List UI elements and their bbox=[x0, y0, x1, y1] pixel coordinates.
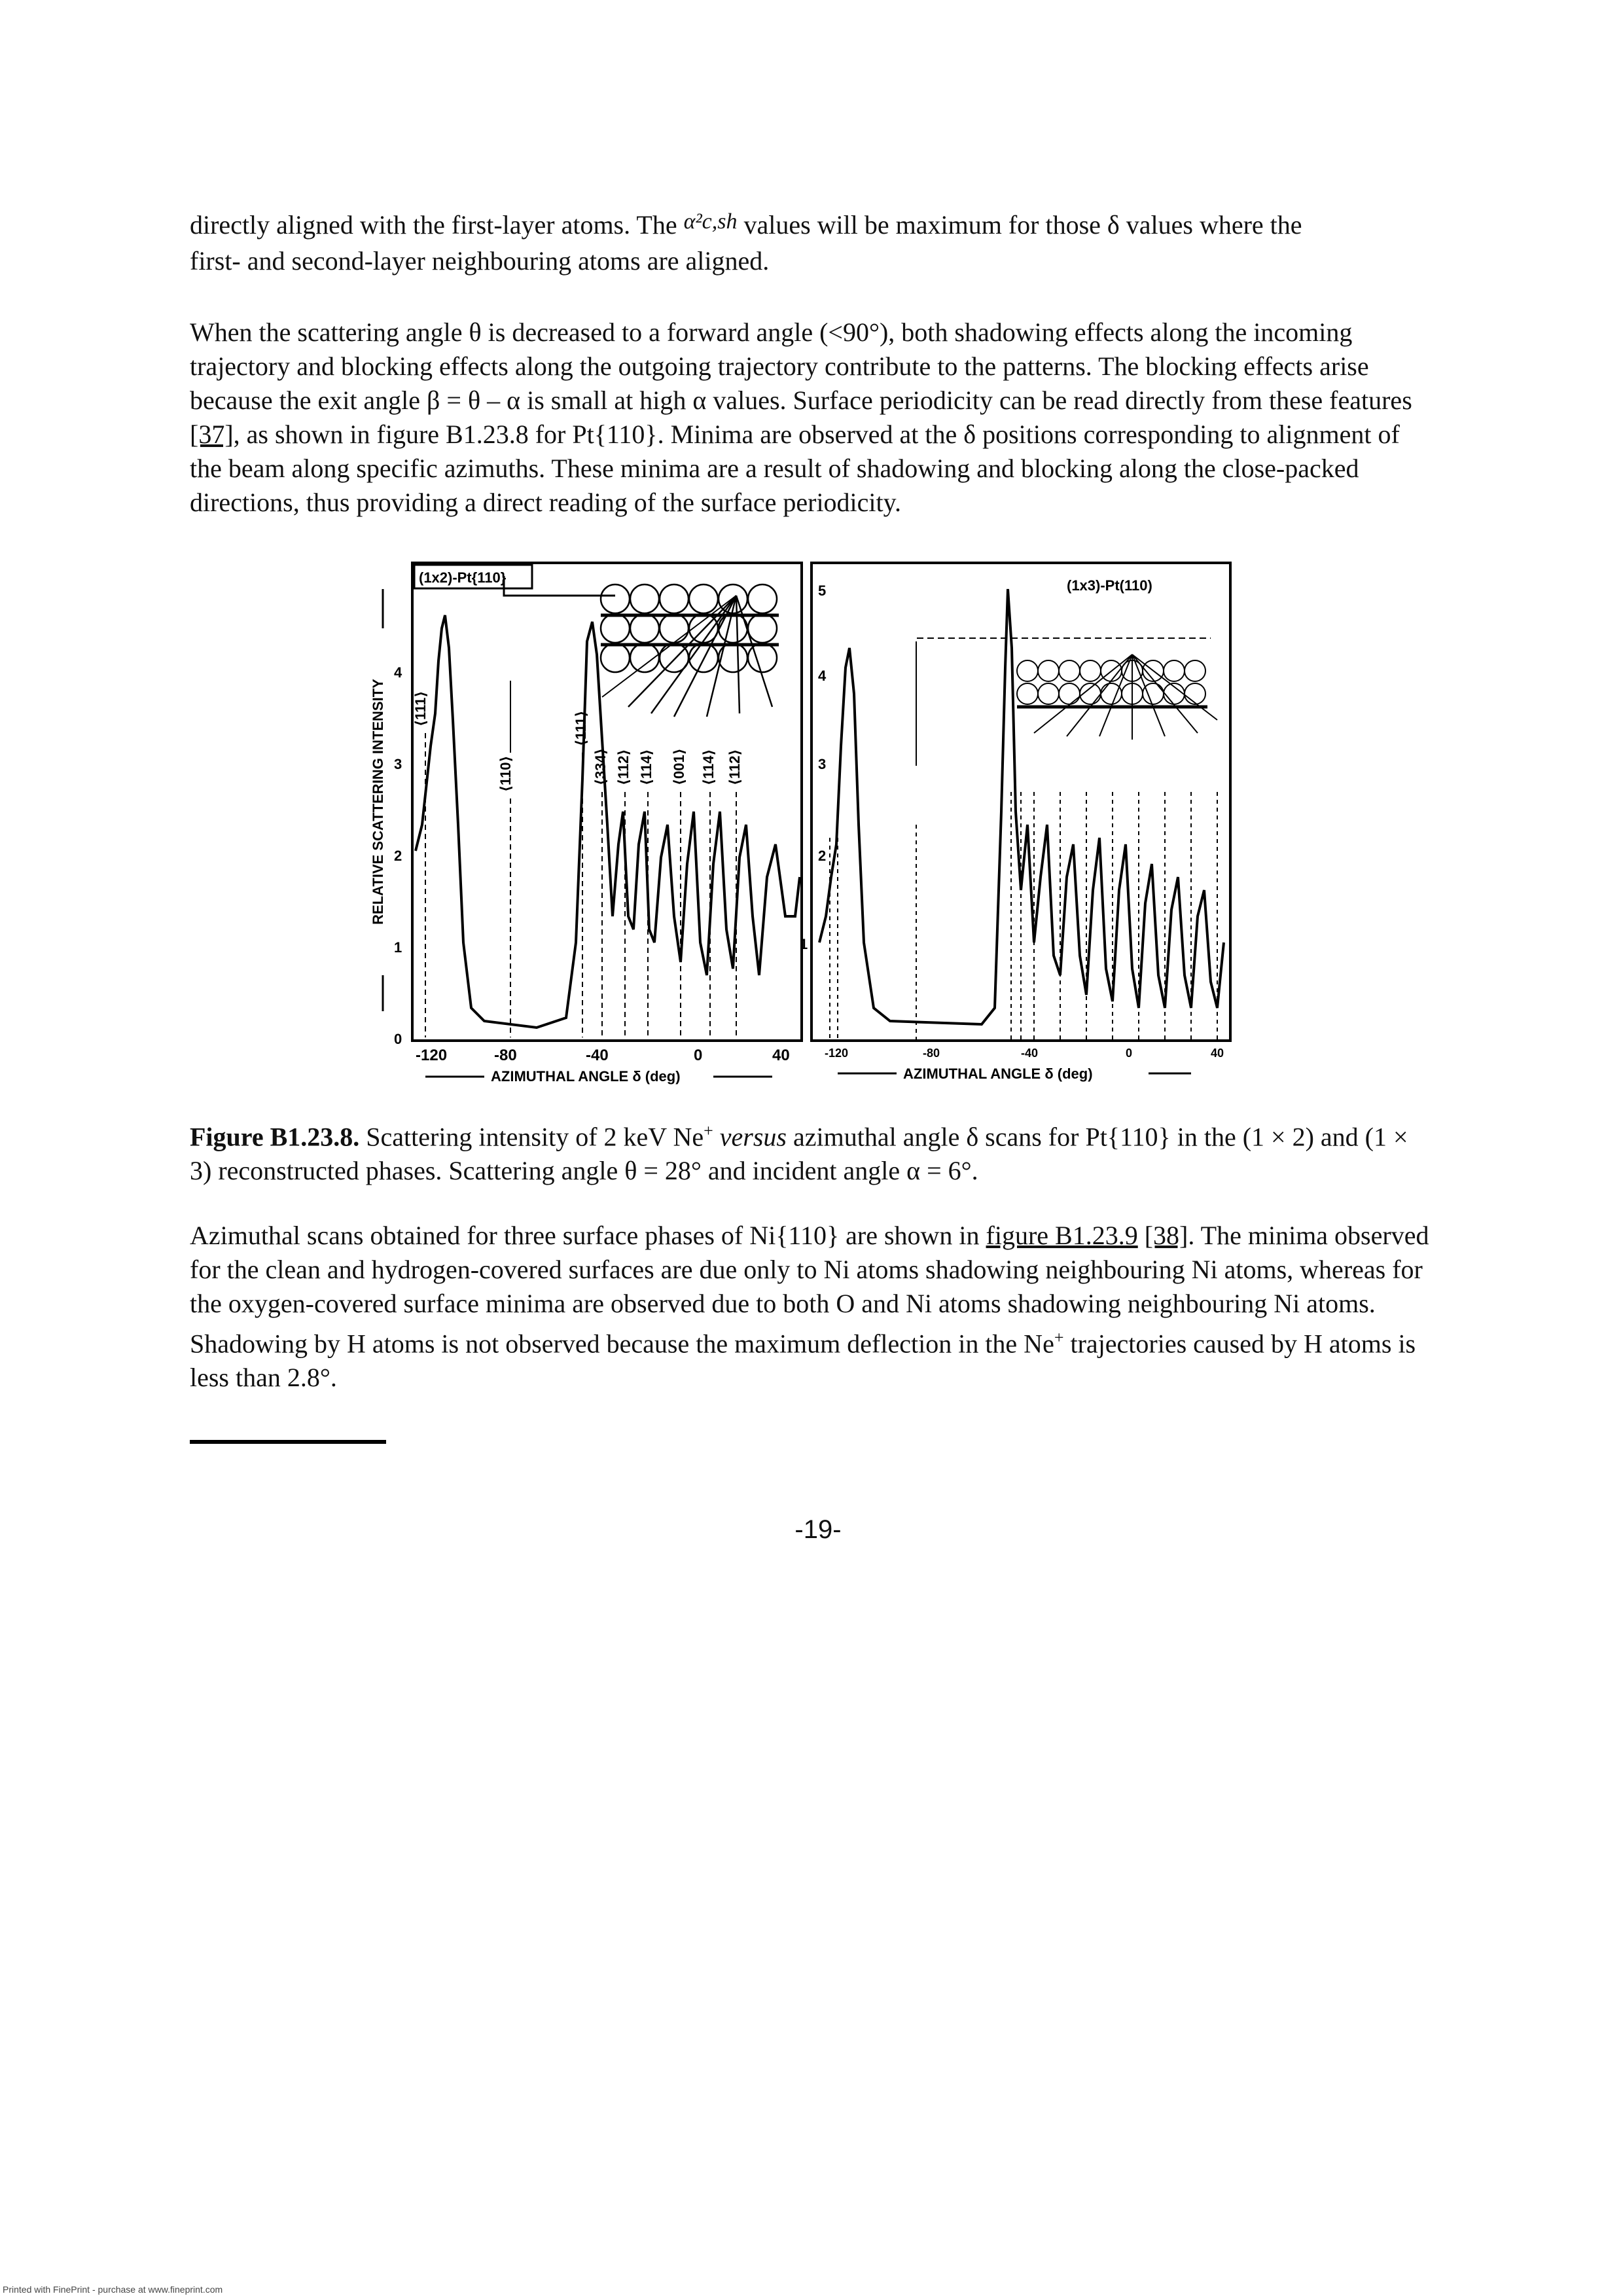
right-intensity-curve bbox=[818, 588, 1225, 1026]
page-number: -19- bbox=[794, 1515, 842, 1544]
dir-label-112-b: ⟨112⟩ bbox=[726, 749, 743, 785]
para3-text-a: Azimuthal scans obtained for three surfa… bbox=[190, 1221, 986, 1250]
right-bracket bbox=[916, 637, 1211, 648]
para2-text-a: When the scattering angle θ is decreased… bbox=[190, 317, 1412, 415]
caption-label: Figure B1.23.8. bbox=[190, 1122, 360, 1152]
dir-label-114-b: ⟨114⟩ bbox=[700, 749, 717, 785]
right-x-tick-2: -40 bbox=[1021, 1047, 1038, 1060]
para1-text-b: values will be maximum for those δ value… bbox=[737, 210, 1302, 240]
left-y-tick-1: 1 bbox=[394, 939, 402, 956]
para1-text-a: directly aligned with the first-layer at… bbox=[190, 210, 684, 240]
left-y-tick-4: 4 bbox=[394, 664, 402, 681]
figure-b1-23-9-link[interactable]: figure B1.23.9 bbox=[986, 1221, 1138, 1250]
left-y-tick-2: 2 bbox=[394, 848, 402, 864]
right-x-ticks: -120 -80 -40 0 40 bbox=[825, 1047, 1224, 1060]
left-x-axis-label: AZIMUTHAL ANGLE δ (deg) bbox=[491, 1068, 681, 1085]
left-title-box bbox=[413, 564, 533, 590]
figure-b1-23-8: (1x2)-Pt{110} RELATIVE SCATTERING INTENS… bbox=[370, 562, 1232, 1085]
right-panel-title: (1x3)-Pt(110) bbox=[1067, 577, 1152, 594]
right-y-ticks: 1 2 3 4 5 bbox=[800, 583, 827, 952]
dir-label-334: ⟨334⟩ bbox=[592, 748, 609, 785]
dir-label-111-b: ⟨111⟩ bbox=[573, 711, 589, 746]
fineprint-footer: Printed with FinePrint - purchase at www… bbox=[3, 2284, 223, 2295]
right-x-tick-1: -80 bbox=[923, 1047, 940, 1060]
paragraph-3: Azimuthal scans obtained for three surfa… bbox=[190, 1219, 1433, 1395]
left-panel-frame bbox=[411, 562, 803, 1042]
alpha-symbol: α²c,sh bbox=[683, 209, 738, 234]
right-y-tick-4: 4 bbox=[818, 668, 827, 684]
right-atom-lattice-diagram bbox=[1016, 654, 1218, 740]
caption-text-a: Scattering intensity of 2 keV Ne bbox=[359, 1122, 704, 1152]
caption-sup: + bbox=[704, 1121, 713, 1140]
right-y-tick-1: 1 bbox=[800, 936, 808, 952]
para3-text-c: trajectories caused by H atoms is less t… bbox=[190, 1329, 1416, 1393]
para3-space bbox=[1138, 1221, 1145, 1250]
left-x-tick-0: -120 bbox=[416, 1047, 447, 1064]
right-y-tick-3: 3 bbox=[818, 756, 826, 772]
paragraph-1: directly aligned with the first-layer at… bbox=[190, 208, 1433, 278]
paragraph-2: When the scattering angle θ is decreased… bbox=[190, 315, 1433, 520]
left-y-ticks: 0 1 2 3 4 bbox=[394, 664, 402, 1047]
footnote-rule bbox=[190, 1440, 386, 1444]
left-x-tick-1: -80 bbox=[494, 1047, 517, 1064]
left-x-tick-3: 0 bbox=[694, 1047, 702, 1064]
para3-sup: + bbox=[1054, 1328, 1064, 1347]
left-panel-title: (1x2)-Pt{110} bbox=[419, 569, 507, 586]
left-y-axis-label: RELATIVE SCATTERING INTENSITY bbox=[370, 679, 386, 925]
dir-label-112-a: ⟨112⟩ bbox=[615, 749, 632, 785]
left-y-tick-3: 3 bbox=[394, 756, 402, 772]
dir-label-111-a: ⟨111⟩ bbox=[412, 691, 429, 726]
para2-text-b: , as shown in figure B1.23.8 for Pt{110}… bbox=[190, 420, 1400, 517]
dir-label-110: ⟨110⟩ bbox=[497, 755, 514, 792]
left-intensity-curve bbox=[414, 615, 801, 1030]
left-direction-labels: ⟨111⟩ ⟨110⟩ ⟨111⟩ ⟨334⟩ ⟨112⟩ ⟨114⟩ ⟨001… bbox=[412, 691, 743, 792]
left-y-tick-0: 0 bbox=[394, 1031, 402, 1047]
left-dashed-lines bbox=[425, 733, 737, 1037]
left-panel: (1x2)-Pt{110} RELATIVE SCATTERING INTENS… bbox=[370, 562, 803, 1085]
right-dashed-lines bbox=[829, 792, 1218, 1039]
right-x-tick-0: -120 bbox=[825, 1047, 848, 1060]
reference-link-37[interactable]: [37] bbox=[190, 420, 234, 449]
right-panel-frame bbox=[810, 562, 1232, 1042]
right-x-axis-label: AZIMUTHAL ANGLE δ (deg) bbox=[903, 1066, 1093, 1082]
left-x-tick-2: -40 bbox=[586, 1047, 609, 1064]
dir-label-001: ⟨001⟩ bbox=[671, 748, 687, 785]
right-x-tick-3: 0 bbox=[1126, 1047, 1132, 1060]
left-atom-lattice-diagram bbox=[599, 583, 779, 717]
para1-line2: first- and second-layer neighbouring ato… bbox=[190, 246, 770, 276]
figure-caption: Figure B1.23.8. Scattering intensity of … bbox=[190, 1114, 1433, 1188]
left-x-ticks: -120 -80 -40 0 40 bbox=[416, 1047, 790, 1064]
dir-label-114-a: ⟨114⟩ bbox=[638, 749, 654, 785]
right-panel: (1x3)-Pt(110) 1 2 3 4 5 -120 -80 -40 0 4… bbox=[800, 562, 1232, 1082]
caption-text-b: azimuthal angle δ scans for Pt{110} in t… bbox=[190, 1122, 1408, 1186]
right-y-tick-2: 2 bbox=[818, 848, 826, 864]
left-x-tick-4: 40 bbox=[772, 1047, 790, 1064]
left-bracket bbox=[503, 576, 615, 597]
para3-text-b: . The minima observed for the clean and … bbox=[190, 1221, 1429, 1359]
right-x-tick-4: 40 bbox=[1211, 1047, 1224, 1060]
reference-link-38[interactable]: [38] bbox=[1144, 1221, 1188, 1250]
right-y-tick-5: 5 bbox=[818, 583, 826, 599]
caption-versus: versus bbox=[713, 1122, 787, 1152]
